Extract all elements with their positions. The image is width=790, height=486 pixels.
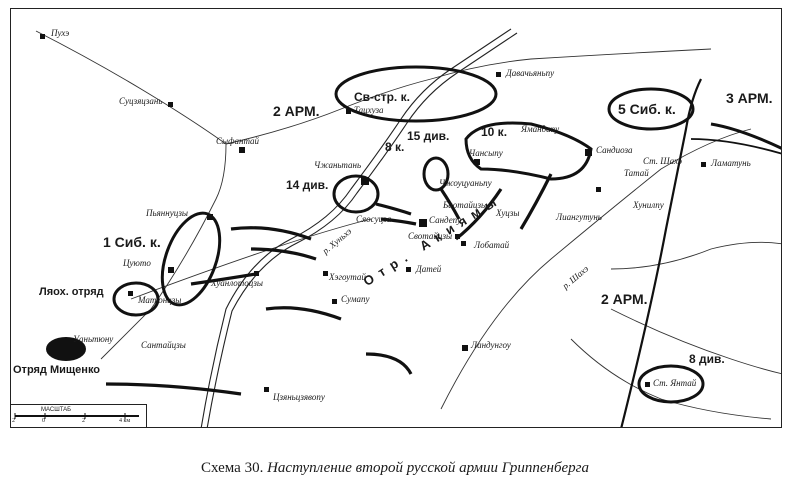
place-tsyuto: Цуюто (123, 258, 151, 268)
place-khuanlototszy: Хуанлотоцзы (211, 278, 264, 288)
scale-tick: 4 км (119, 418, 131, 424)
attack-arrows (105, 173, 553, 396)
scale-title: МАСШТАБ (41, 407, 72, 413)
unit-mishchenko-detachment: Отряд Мищенко (13, 364, 101, 376)
place-pyannutszy: Пьяннуцзы (146, 208, 188, 218)
place-tszyantszyavopu: Цзяньцзявопу (273, 392, 325, 402)
scale-tick: 2 (12, 418, 15, 424)
place-liangutun: Лиангутунь (556, 212, 602, 222)
place-matyuntszy: Матюнцзы (138, 295, 182, 305)
place-tatai: Татай (624, 168, 649, 178)
place-pukhe: Пухэ (51, 28, 70, 38)
place-landungou: Ландунгоу (471, 340, 511, 350)
scale-tick: 2 (82, 418, 85, 424)
place-khegoutai: Хэгоутай (329, 272, 366, 282)
place-sandepu: Сандепу (429, 215, 462, 225)
unit-lyaokh-detachment: Ляох. отряд (39, 286, 104, 298)
figure-caption: Схема 30. Наступление второй русской арм… (0, 460, 790, 477)
place-sandioza: Сандиоза (596, 145, 633, 155)
place-lobatai: Лобатай (474, 240, 510, 250)
unit-3-army: 3 АРМ. (726, 90, 773, 106)
unit-1-sib-corps: 1 Сиб. к. (103, 234, 161, 250)
scale-line (14, 413, 139, 419)
map-drawing (35, 28, 781, 427)
place-khutszy: Хуцзы (496, 208, 520, 218)
place-svotaitszy: Свотайцзы (408, 231, 453, 241)
place-baotaitszy: Баотайцзы (443, 200, 488, 210)
unit-5-sib-corps: 5 Сиб. к. (618, 101, 676, 117)
unit-8-div: 8 див. (689, 352, 725, 366)
unit-10-corps: 10 к. (481, 125, 508, 139)
place-st-yantai: Ст. Янтай (653, 378, 697, 388)
place-chzhantan: Чжаньтань (314, 160, 362, 170)
place-syfantai: Сыфантай (216, 136, 260, 146)
place-sumapu: Сумапу (341, 294, 370, 304)
scale-tick: 0 (42, 418, 45, 424)
railway (620, 78, 702, 427)
scale-bar: МАСШТАБ 2 0 2 4 км (11, 404, 147, 427)
place-st-shakhe: Ст. Шахэ (643, 156, 682, 166)
unit-8-corps: 8 к. (385, 140, 405, 154)
place-yamandapu: Ямандапу (521, 124, 560, 134)
unit-2-army-north: 2 АРМ. (273, 103, 320, 119)
place-lamatun: Ламатунь (711, 158, 751, 168)
unit-2-army-south: 2 АРМ. (601, 291, 648, 307)
place-tatskhuza: Тацхуза (354, 105, 384, 115)
unit-sv-str-corps: Св-стр. к. (354, 90, 410, 104)
caption-number: Схема 30. (200, 460, 264, 476)
unit-15-div: 15 див. (407, 129, 450, 143)
place-uanyunyu: Уаньтюну (73, 334, 114, 344)
caption-title: Наступление второй русской армии Гриппен… (267, 460, 590, 476)
place-sutszyatszan: Суцзяцзань (119, 96, 163, 106)
settlement-markers (40, 34, 706, 392)
place-chansypu: Чансыпу (469, 148, 503, 158)
place-chzhoutsuanpu: Чжоуцуаньпу (439, 178, 492, 188)
unit-ovals (112, 65, 781, 404)
place-davachyanpu: Давачьяньпу (506, 68, 555, 78)
place-syaosutsza: Сяосуцза (356, 214, 392, 224)
place-santaitszy: Сантайцзы (141, 340, 186, 350)
map: Пухэ Суцзяцзань Сыфантай Пьяннуцзы Цуюто… (10, 8, 782, 428)
place-datei: Датей (416, 264, 442, 274)
unit-14-div: 14 див. (286, 178, 329, 192)
place-khunilpu: Хунилпу (633, 200, 664, 210)
detachment-mishchenko (46, 337, 86, 361)
